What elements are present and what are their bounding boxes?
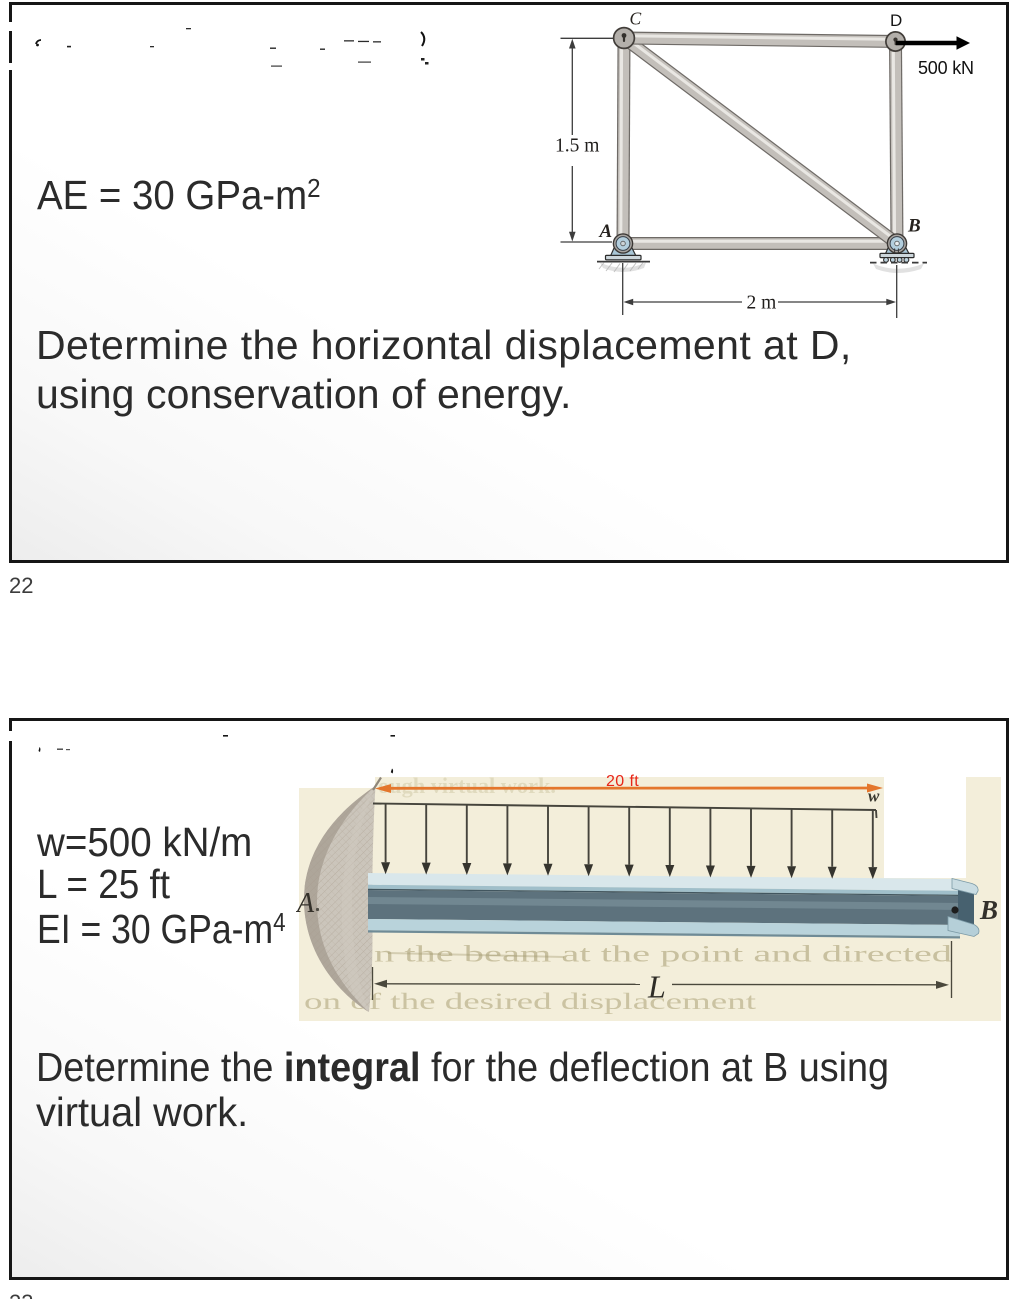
svg-text:n the beam at the point and di: n the beam at the point and directed <box>374 942 952 968</box>
svg-text:20 ft: 20 ft <box>606 773 639 790</box>
svg-text:D: D <box>890 11 902 30</box>
svg-text:ough virtual work.: ough virtual work. <box>378 773 556 798</box>
svg-text:2 m: 2 m <box>747 293 777 314</box>
svg-text:B: B <box>979 895 998 925</box>
svg-text:on of the desired displacement: on of the desired displacement <box>304 989 757 1015</box>
svg-text:w: w <box>868 787 880 806</box>
svg-text:B: B <box>907 216 921 237</box>
svg-text:L: L <box>647 969 666 1005</box>
svg-text:500 kN: 500 kN <box>918 58 974 78</box>
svg-text:A: A <box>296 888 315 919</box>
svg-text:A: A <box>599 221 613 242</box>
svg-text:C: C <box>630 9 642 29</box>
svg-text:1.5 m: 1.5 m <box>555 136 599 157</box>
